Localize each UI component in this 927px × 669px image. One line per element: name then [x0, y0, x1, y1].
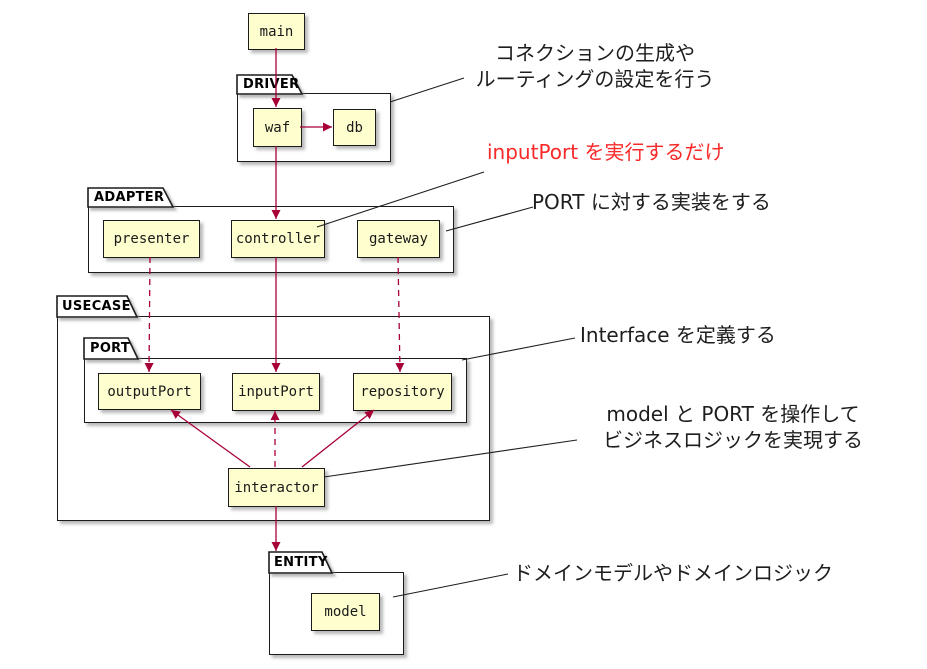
leader-driver-note — [389, 77, 465, 103]
package-entity-label: ENTITY — [274, 555, 328, 570]
leader-adapter-note — [445, 206, 534, 232]
package-usecase-label: USECASE — [62, 299, 131, 314]
driver-note-line1: コネクションの生成や — [495, 41, 695, 65]
node-inputPort: inputPort — [232, 373, 320, 411]
driver-note-line2: ルーティングの設定を行う — [475, 67, 715, 91]
interactor-note-line1: model と PORT を操作して — [606, 402, 860, 426]
node-model: model — [311, 593, 380, 631]
node-waf: waf — [253, 108, 302, 147]
interactor-note: model と PORT を操作して ビジネスロジックを実現する — [578, 401, 888, 453]
port-note: Interface を定義する — [580, 323, 776, 347]
node-main: main — [248, 13, 305, 50]
adapter-note: PORT に対する実装をする — [532, 190, 771, 214]
node-repository: repository — [353, 373, 452, 411]
node-outputPort: outputPort — [98, 373, 201, 410]
driver-note: コネクションの生成や ルーティングの設定を行う — [455, 40, 735, 92]
controller-note: inputPort を実行するだけ — [487, 140, 725, 164]
node-controller: controller — [231, 220, 325, 258]
leader-entity-note — [392, 573, 509, 598]
node-presenter: presenter — [103, 220, 200, 258]
node-db: db — [333, 109, 376, 146]
package-adapter-label: ADAPTER — [94, 190, 165, 205]
node-interactor: interactor — [228, 468, 325, 507]
node-gateway: gateway — [357, 220, 440, 258]
package-port-label: PORT — [90, 341, 131, 356]
entity-note: ドメインモデルやドメインロジック — [513, 561, 833, 585]
interactor-note-line2: ビジネスロジックを実現する — [603, 428, 863, 452]
package-driver-label: DRIVER — [243, 77, 300, 92]
